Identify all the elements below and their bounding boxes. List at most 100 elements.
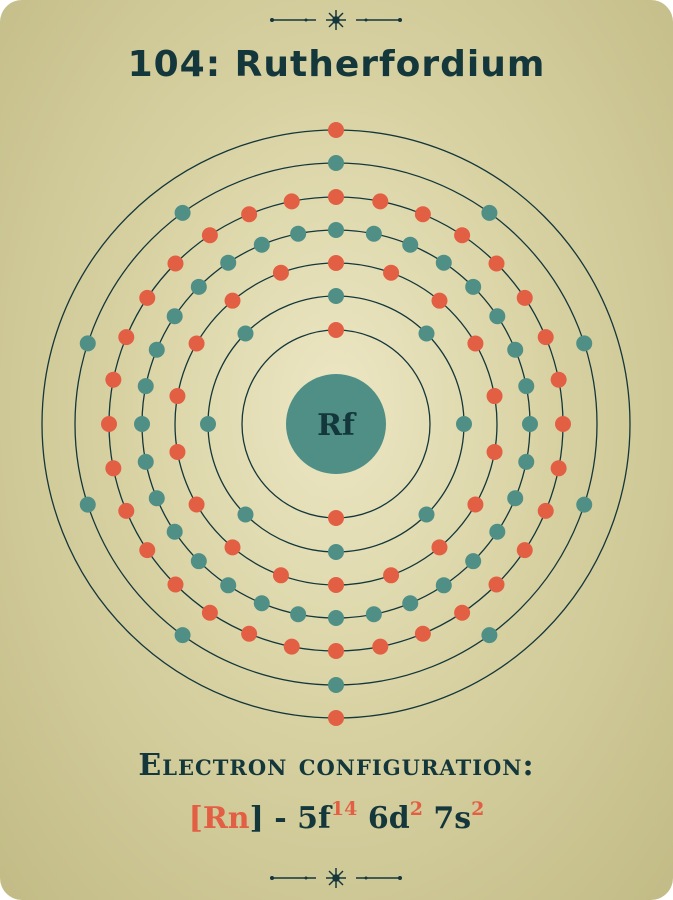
electron [467,335,484,352]
electron [414,625,431,642]
config-separator: - [274,801,287,836]
electron [118,329,135,346]
electron [220,254,237,271]
electron [190,553,207,570]
electron [555,416,571,432]
electron [516,542,533,559]
electron [328,510,344,526]
electron [507,341,524,358]
electron [328,155,344,171]
bottom-ornament-icon [270,868,402,888]
electron [220,577,237,594]
electron [328,189,344,205]
electron [489,308,506,325]
core-open-bracket: [ [188,801,203,836]
orbital-7s: 7s [433,801,472,836]
electron [167,576,184,593]
electron [435,254,452,271]
electron [166,308,183,325]
electron [507,490,524,507]
orbital-6d-count: 2 [409,798,423,820]
electron [79,496,96,513]
electron [550,371,567,388]
electron [283,638,300,655]
electron [418,325,435,342]
electron [283,193,300,210]
electron [431,539,448,556]
page-title: 104: Rutherfordium [127,44,546,85]
electron [169,443,186,460]
electron [431,292,448,309]
electron [241,206,258,223]
electron [456,416,472,432]
core-close-bracket: ] [249,801,264,836]
electron [488,255,505,272]
orbital-7s-count: 2 [471,798,485,820]
electron [253,236,270,253]
electron [188,496,205,513]
electron [516,289,533,306]
electron [224,292,241,309]
electron [137,378,154,395]
electron [383,264,400,281]
electron [467,496,484,513]
electron-configuration-label: Electron configuration: [138,748,535,783]
electron [454,604,471,621]
orbital-6d: 6d [367,801,410,836]
electron [166,523,183,540]
electron [522,416,538,432]
electron [418,506,435,523]
electron [372,193,389,210]
electron [488,576,505,593]
electron [576,335,593,352]
electron [328,577,344,593]
electron [550,460,567,477]
electron [489,523,506,540]
electron [328,288,344,304]
electron [365,606,382,623]
electron [328,322,344,338]
electron [383,567,400,584]
electron [372,638,389,655]
electron [241,625,258,642]
electron [137,453,154,470]
electron [290,606,307,623]
core-symbol: Rn [202,801,250,836]
electron [518,453,535,470]
orbital-5f: 5f [297,801,331,836]
electron [237,506,254,523]
electron [328,677,344,693]
electron [328,610,344,626]
electron [465,278,482,295]
electron [201,604,218,621]
orbital-5f-count: 14 [330,798,358,820]
electron [105,371,122,388]
electron [290,225,307,242]
top-ornament-icon [270,10,402,30]
electron [224,539,241,556]
electron [481,627,498,644]
electron [201,227,218,244]
electron [167,255,184,272]
electron [486,443,503,460]
electron [435,577,452,594]
electron [272,264,289,281]
electron [518,378,535,395]
electron [537,502,554,519]
electron [148,341,165,358]
electron [365,225,382,242]
electron [169,388,186,405]
nucleus-symbol: Rf [317,408,357,443]
electron [118,502,135,519]
electron [148,490,165,507]
electron [402,236,419,253]
electron [79,335,96,352]
electron [134,416,150,432]
electron [105,460,122,477]
electron [328,222,344,238]
electron [402,595,419,612]
electron [328,710,344,726]
electron [328,544,344,560]
